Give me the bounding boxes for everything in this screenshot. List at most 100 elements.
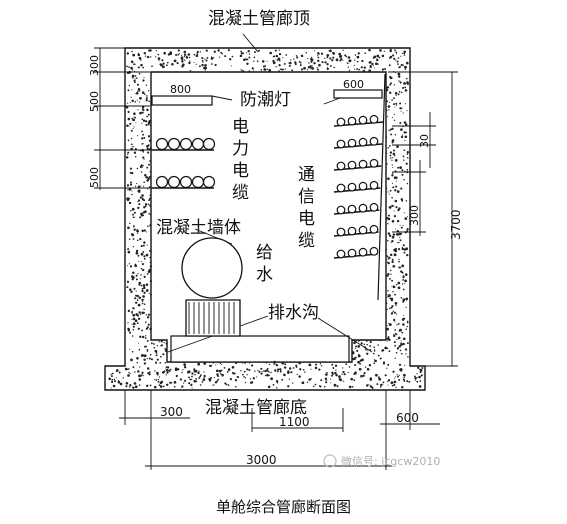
concrete-speck xyxy=(397,241,399,244)
concrete-speck xyxy=(146,367,150,370)
concrete-speck xyxy=(404,282,406,285)
concrete-speck xyxy=(135,294,137,297)
concrete-speck xyxy=(333,383,337,387)
concrete-speck xyxy=(137,327,140,330)
concrete-speck xyxy=(408,380,411,383)
concrete-speck xyxy=(165,366,168,368)
concrete-speck xyxy=(407,216,409,218)
concrete-speck xyxy=(131,386,134,389)
concrete-speck xyxy=(148,100,150,103)
concrete-speck xyxy=(361,358,364,362)
concrete-speck xyxy=(418,385,422,388)
concrete-speck xyxy=(260,372,263,375)
concrete-speck xyxy=(399,368,402,371)
concrete-speck xyxy=(393,377,396,379)
concrete-speck xyxy=(142,214,145,217)
concrete-speck xyxy=(134,81,136,84)
comm-cable xyxy=(369,136,379,146)
concrete-speck xyxy=(255,376,257,378)
concrete-speck xyxy=(402,275,404,276)
concrete-speck xyxy=(140,274,142,276)
concrete-speck xyxy=(376,54,380,58)
concrete-speck xyxy=(387,363,390,366)
concrete-speck xyxy=(399,349,402,352)
concrete-speck xyxy=(137,135,139,137)
concrete-speck xyxy=(134,147,137,151)
concrete-speck xyxy=(357,354,361,358)
concrete-speck xyxy=(262,65,265,68)
dim-tray-spacing-right: 300 xyxy=(408,205,421,226)
concrete-speck xyxy=(370,385,373,389)
concrete-speck xyxy=(117,380,121,384)
concrete-speck xyxy=(311,56,313,59)
concrete-speck xyxy=(395,351,398,354)
concrete-speck xyxy=(128,66,130,68)
concrete-speck xyxy=(387,239,389,242)
concrete-speck xyxy=(133,382,137,385)
concrete-speck xyxy=(139,335,142,338)
concrete-speck xyxy=(405,123,408,126)
concrete-speck xyxy=(131,190,133,192)
concrete-speck xyxy=(188,382,191,385)
concrete-speck xyxy=(420,374,423,377)
concrete-speck xyxy=(142,108,145,112)
concrete-speck xyxy=(405,353,407,355)
concrete-speck xyxy=(138,378,142,381)
concrete-speck xyxy=(143,275,146,279)
concrete-speck xyxy=(403,315,405,317)
concrete-speck xyxy=(146,166,149,169)
concrete-speck xyxy=(384,374,387,377)
concrete-speck xyxy=(254,51,256,54)
concrete-speck xyxy=(401,283,404,285)
concrete-speck xyxy=(345,55,348,58)
concrete-speck xyxy=(373,362,376,365)
concrete-speck xyxy=(145,176,148,179)
comm-cable xyxy=(336,205,346,215)
comm-cable xyxy=(347,182,357,192)
concrete-speck xyxy=(399,266,402,269)
concrete-speck xyxy=(395,94,397,97)
concrete-speck xyxy=(401,271,404,274)
concrete-speck xyxy=(146,316,149,318)
concrete-speck xyxy=(143,358,146,362)
concrete-speck xyxy=(402,275,405,279)
concrete-speck xyxy=(394,170,397,172)
concrete-speck xyxy=(273,360,276,364)
concrete-speck xyxy=(400,110,402,112)
concrete-speck xyxy=(393,210,395,212)
concrete-speck xyxy=(136,357,139,360)
concrete-speck xyxy=(115,370,118,373)
concrete-speck xyxy=(402,378,405,380)
concrete-speck xyxy=(398,80,400,82)
concrete-speck xyxy=(151,358,153,361)
concrete-speck xyxy=(394,189,397,192)
concrete-speck xyxy=(147,113,150,116)
concrete-speck xyxy=(143,199,146,202)
concrete-speck xyxy=(126,65,128,68)
concrete-speck xyxy=(391,260,394,264)
concrete-speck xyxy=(131,278,134,281)
concrete-speck xyxy=(139,313,142,315)
comm-cable xyxy=(347,226,357,236)
concrete-speck xyxy=(385,302,388,305)
concrete-speck xyxy=(380,383,383,387)
concrete-speck xyxy=(398,90,401,93)
concrete-speck xyxy=(384,68,387,70)
concrete-speck xyxy=(149,56,152,58)
concrete-speck xyxy=(131,171,134,175)
concrete-speck xyxy=(134,116,137,119)
comm-cable xyxy=(369,224,379,234)
concrete-speck xyxy=(278,53,282,56)
concrete-speck xyxy=(140,245,143,248)
concrete-speck xyxy=(405,328,407,330)
power-cable-row-1 xyxy=(155,137,216,151)
concrete-speck xyxy=(387,273,390,276)
concrete-speck xyxy=(295,54,298,57)
concrete-speck xyxy=(266,68,269,71)
concrete-speck xyxy=(214,63,217,67)
concrete-speck xyxy=(148,186,151,188)
concrete-speck xyxy=(148,268,152,272)
concrete-speck xyxy=(400,107,403,109)
comm-cable xyxy=(358,115,368,125)
